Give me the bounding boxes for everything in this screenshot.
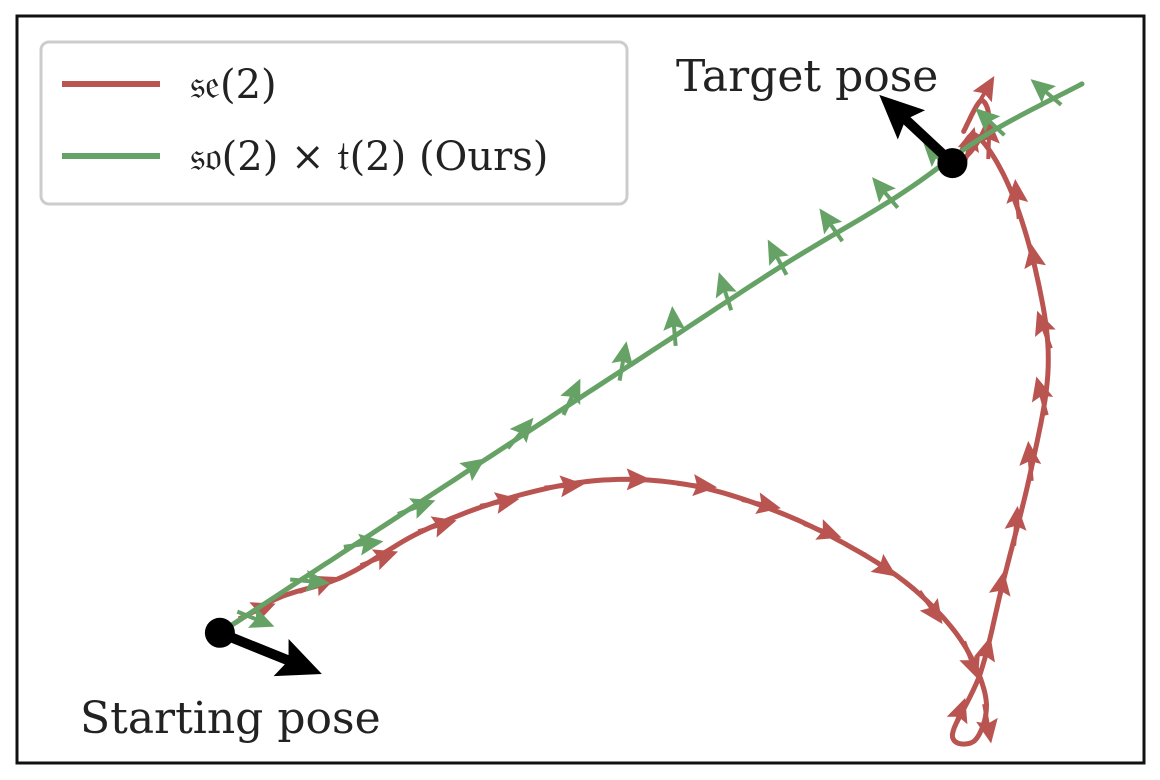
heading-arrow [973,636,995,676]
heading-arrow [959,640,980,679]
legend-label-ours: 𝔰𝔬(2) × 𝔱(2) (Ours) [190,134,548,180]
heading-arrow [975,107,1006,137]
heading-arrow [741,492,781,515]
legend-label-se2: 𝔰𝔢(2) [190,62,277,108]
start-pose-marker [204,617,322,677]
heading-arrow [1024,243,1046,284]
heading-arrow [976,703,998,744]
heading-arrow [862,552,897,577]
heading-arrow [506,417,534,450]
heading-arrow [677,474,718,497]
heading-arrow [917,590,943,624]
heading-arrow [1031,376,1054,416]
heading-arrow [803,519,842,540]
pose-layer [204,94,968,677]
heading-arrow [715,272,737,311]
heading-arrow [451,458,486,483]
heading-arrow [417,516,457,538]
heading-arrow [663,306,686,347]
heading-arrow [988,571,1011,611]
heading-arrow [611,341,634,381]
legend-box [39,40,629,206]
heading-arrow [946,697,968,737]
heading-arrow [359,549,399,571]
heading-arrow [1035,310,1056,349]
heading-arrow [872,177,900,210]
target-pose-marker [879,94,968,179]
heading-arrow [236,607,275,628]
heading-arrow [1004,505,1027,546]
legend: 𝔰𝔢(2) 𝔰𝔬(2) × 𝔱(2) (Ours) [39,40,629,206]
target-label: Target pose [676,51,938,102]
heading-arrow [767,239,789,276]
start-label: Starting pose [80,693,381,744]
heading-arrow [1006,179,1029,220]
heading-arrow [610,468,651,491]
heading-arrow [289,569,330,592]
heading-arrow [972,76,995,112]
heading-arrow [560,378,581,416]
heading-arrow [819,208,844,243]
heading-arrow [544,475,585,498]
heading-arrow [1030,79,1063,107]
heading-arrow [397,498,436,519]
heading-arrow [1019,441,1042,482]
heading-arrow [479,492,520,514]
heading-arrow [343,533,384,556]
